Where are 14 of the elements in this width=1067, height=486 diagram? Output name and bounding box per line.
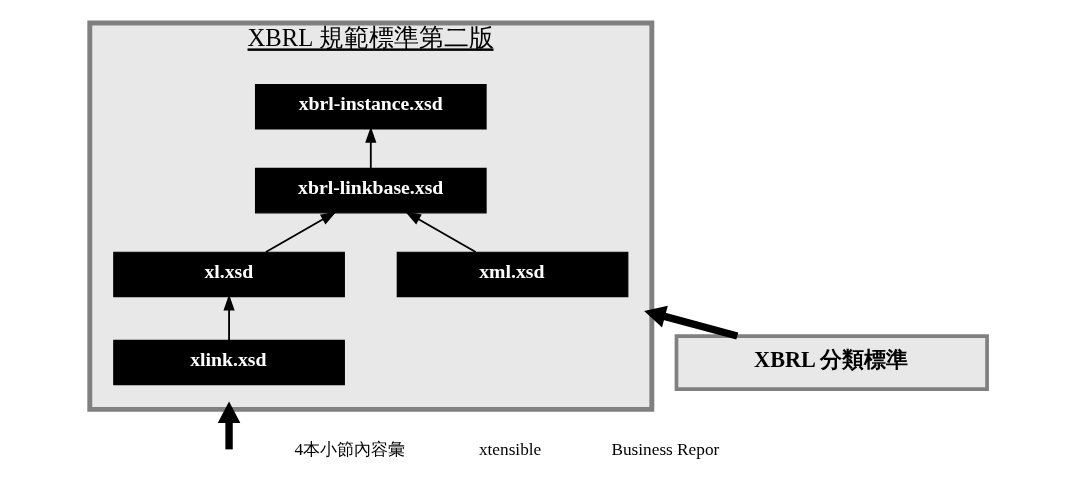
node-box: xlink.xsd — [113, 339, 345, 386]
arrow — [405, 211, 477, 253]
node-box: xml.xsd — [396, 251, 629, 298]
arrow — [365, 126, 377, 169]
label: Business Repor — [611, 440, 720, 460]
label: 4本小節內容彙 — [294, 440, 406, 460]
label: xtensible — [478, 440, 542, 460]
arrow — [265, 211, 337, 253]
node-box: xbrl-linkbase.xsd — [254, 167, 487, 214]
arrow — [223, 294, 235, 342]
node-box: xbrl-instance.xsd — [254, 84, 487, 130]
node-box: xl.xsd — [113, 251, 345, 298]
arrow — [644, 305, 739, 340]
node-box: XBRL 分類標準 — [674, 334, 989, 391]
